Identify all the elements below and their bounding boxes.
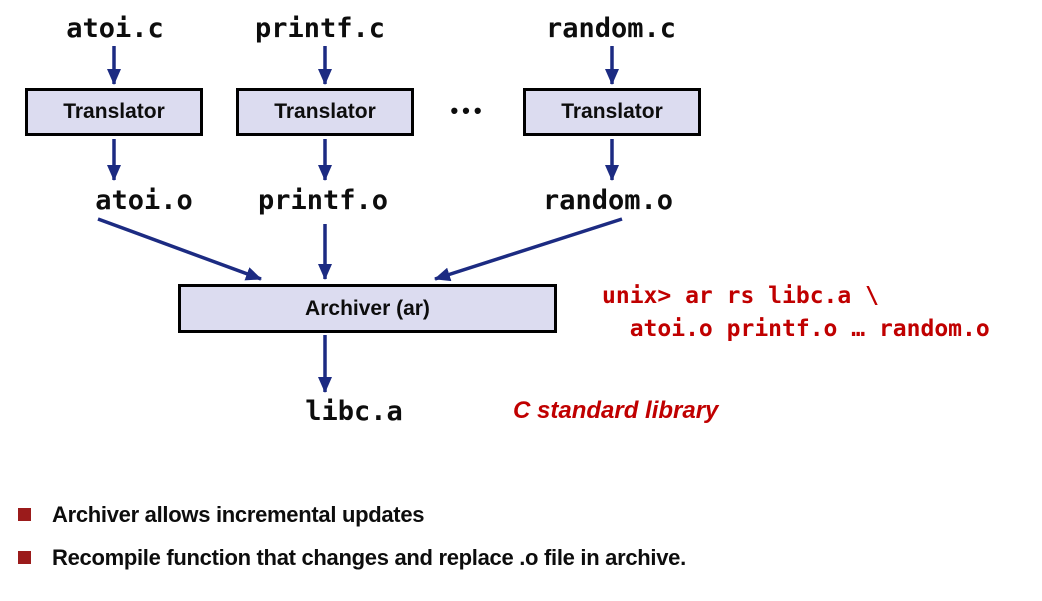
object-file-label-random-o: random.o <box>542 185 674 216</box>
output-file-label-libc-a: libc.a <box>305 396 403 427</box>
bullet-item-incremental-updates: Archiver allows incremental updates <box>18 502 686 528</box>
ellipsis-dots: ••• <box>450 98 486 123</box>
translator-box-2: Translator <box>236 88 414 136</box>
source-file-label-random-c: random.c <box>545 13 677 44</box>
bullet-text: Recompile function that changes and repl… <box>52 545 686 570</box>
bullet-square-icon <box>18 508 31 521</box>
translator-box-3-label: Translator <box>561 100 663 123</box>
archiver-box-label: Archiver (ar) <box>305 296 430 320</box>
object-file-label-printf-o: printf.o <box>257 185 389 216</box>
bullet-item-recompile-replace: Recompile function that changes and repl… <box>18 545 686 571</box>
archiver-box: Archiver (ar) <box>178 284 557 333</box>
translator-box-1: Translator <box>25 88 203 136</box>
arrow-random-o-to-archiver <box>434 217 623 282</box>
translator-box-1-label: Translator <box>63 100 165 123</box>
shell-command: unix> ar rs libc.a \ atoi.o printf.o … r… <box>602 283 990 342</box>
bullet-square-icon <box>18 551 31 564</box>
bullet-text: Archiver allows incremental updates <box>52 502 425 527</box>
bullet-list: Archiver allows incremental updates Reco… <box>18 502 686 588</box>
object-file-label-atoi-o: atoi.o <box>95 185 193 216</box>
arrow-atoi-o-to-archiver <box>97 217 262 281</box>
source-file-label-atoi-c: atoi.c <box>66 13 164 44</box>
translator-box-2-label: Translator <box>274 100 376 123</box>
c-standard-library-caption: C standard library <box>513 397 719 424</box>
translator-box-3: Translator <box>523 88 701 136</box>
source-file-label-printf-c: printf.c <box>254 13 386 44</box>
